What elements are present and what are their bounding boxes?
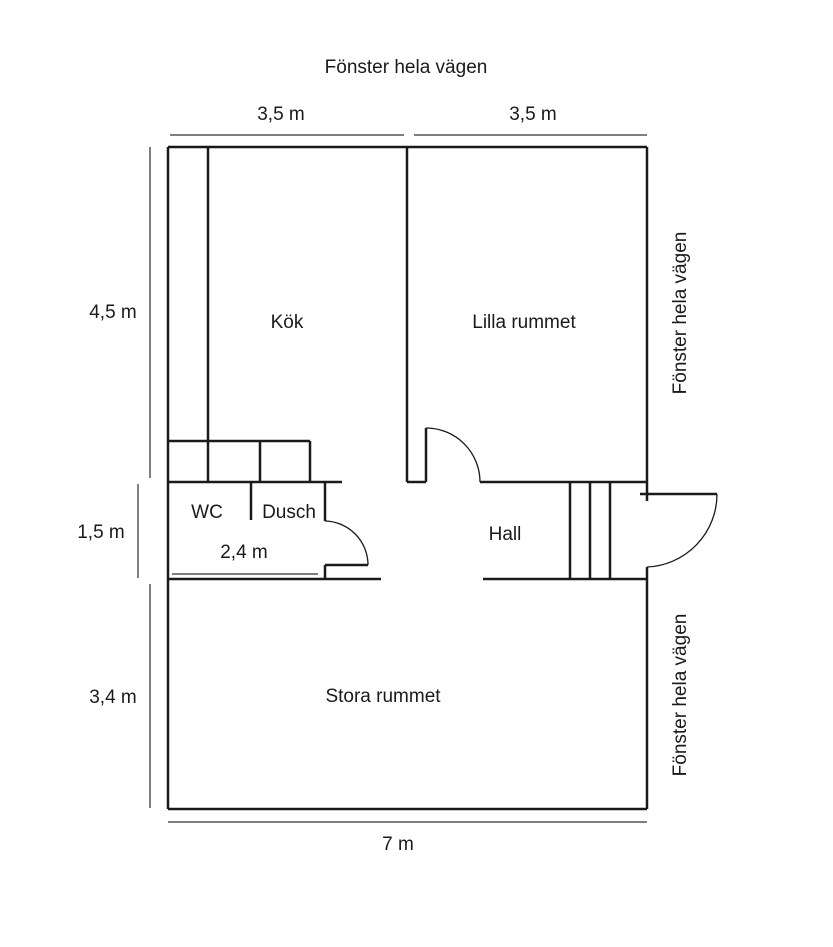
walls bbox=[166, 145, 717, 811]
window-label-right-lower: Fönster hela vägen bbox=[670, 613, 691, 777]
room-label-large-room: Stora rummet bbox=[325, 686, 441, 707]
window-label-top: Fönster hela vägen bbox=[324, 57, 488, 78]
dimension-top-left: 3,5 m bbox=[257, 104, 305, 125]
dimension-left-lower: 3,4 m bbox=[89, 687, 137, 708]
dimension-top-right: 3,5 m bbox=[509, 104, 557, 125]
dimension-left-middle: 1,5 m bbox=[77, 522, 125, 543]
door-arcs bbox=[324, 427, 718, 568]
dimension-left-upper: 4,5 m bbox=[89, 302, 137, 323]
window-label-right-upper: Fönster hela vägen bbox=[670, 231, 691, 395]
room-label-shower: Dusch bbox=[262, 502, 316, 523]
room-label-kitchen: Kök bbox=[270, 312, 304, 333]
room-label-small-room: Lilla rummet bbox=[472, 312, 576, 333]
dimension-lines bbox=[137, 134, 647, 823]
room-label-wc: WC bbox=[191, 502, 223, 523]
dimension-bottom: 7 m bbox=[382, 834, 414, 855]
room-label-hall: Hall bbox=[488, 524, 522, 545]
dimension-bathroom: 2,4 m bbox=[220, 542, 268, 563]
